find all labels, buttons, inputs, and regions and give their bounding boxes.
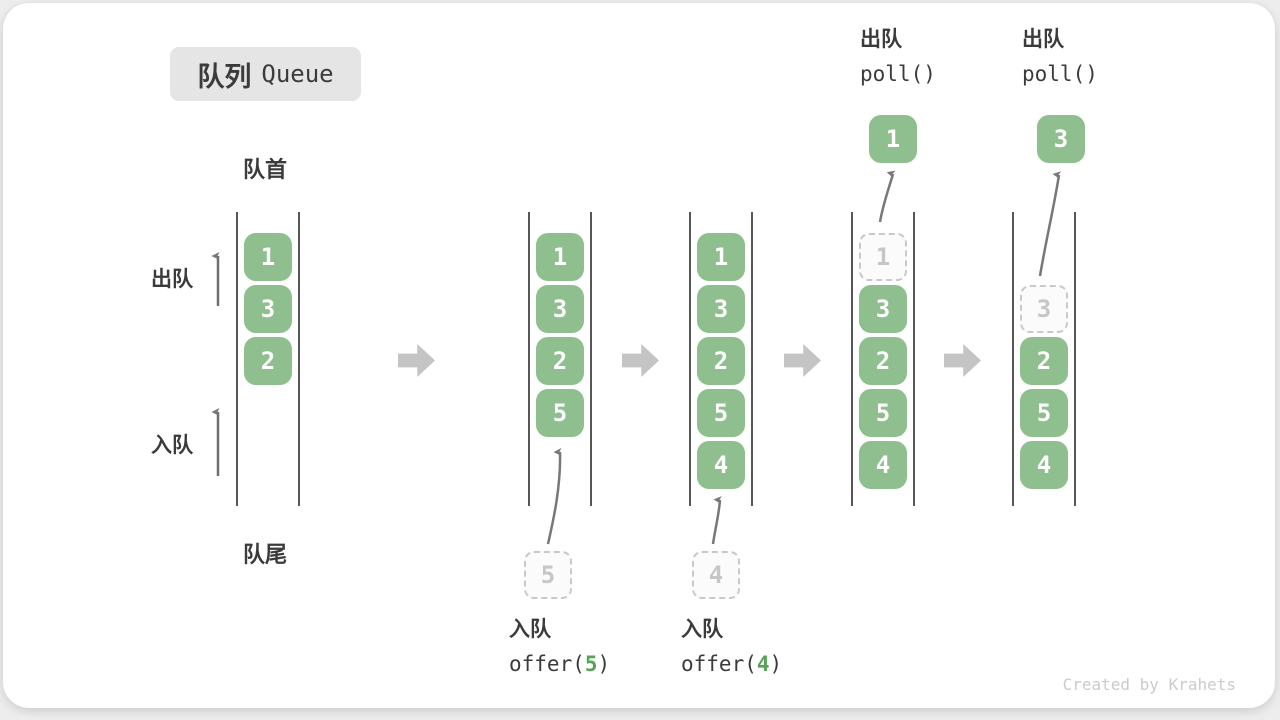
queue-wall [236,212,238,506]
title-box: 队列 Queue [170,47,361,101]
queue-item: 2 [1020,337,1068,385]
queue-wall [590,212,592,506]
queue-item-ghost: 3 [1020,285,1068,333]
queue-item: 5 [1020,389,1068,437]
op-code: poll() [1022,62,1098,86]
queue-item: 4 [697,441,745,489]
dequeue-side-label: 出队 [151,268,193,291]
op-code: offer(4) [681,652,783,676]
queue-item: 5 [859,389,907,437]
queue-item: 3 [244,285,292,333]
queue-item: 4 [1020,441,1068,489]
op-arg: 4 [756,652,770,676]
op-zh: 出队 [860,28,902,51]
queue-item: 5 [536,389,584,437]
queue-wall [851,212,853,506]
queue-rear-label: 队尾 [243,542,288,567]
op-zh: 入队 [681,618,723,641]
queue-item: 3 [859,285,907,333]
queue-item: 3 [697,285,745,333]
queue-wall [298,212,300,506]
queue-item: 2 [697,337,745,385]
watermark: Created by Krahets [1062,675,1236,694]
queue-wall [751,212,753,506]
queue-item: 2 [859,337,907,385]
op-code: poll() [860,62,936,86]
polled-element-box: 1 [869,115,917,163]
op-zh: 入队 [509,618,551,641]
enqueue-op-label: 入队 offer(4) [681,617,782,676]
op-code: offer(5) [509,652,611,676]
queue-item: 3 [536,285,584,333]
dequeue-op-label: 出队 poll() [860,27,936,86]
op-zh: 出队 [1022,28,1064,51]
queue-wall [1012,212,1014,506]
queue-item: 1 [536,233,584,281]
queue-item: 1 [697,233,745,281]
queue-wall [528,212,530,506]
title-en: Queue [261,60,334,88]
queue-item: 2 [536,337,584,385]
queue-wall [689,212,691,506]
queue-item: 2 [244,337,292,385]
enqueue-side-label: 入队 [151,434,193,457]
enqueue-op-label: 入队 offer(5) [509,617,610,676]
incoming-element-box: 4 [692,551,740,599]
dequeue-op-label: 出队 poll() [1022,27,1098,86]
queue-wall [913,212,915,506]
queue-wall [1074,212,1076,506]
queue-item: 4 [859,441,907,489]
op-arg: 5 [584,652,598,676]
queue-item-ghost: 1 [859,233,907,281]
queue-item: 5 [697,389,745,437]
title-zh: 队列 [197,61,252,92]
queue-item: 1 [244,233,292,281]
queue-front-label: 队首 [243,157,288,182]
polled-element-box: 3 [1037,115,1085,163]
incoming-element-box: 5 [524,551,572,599]
